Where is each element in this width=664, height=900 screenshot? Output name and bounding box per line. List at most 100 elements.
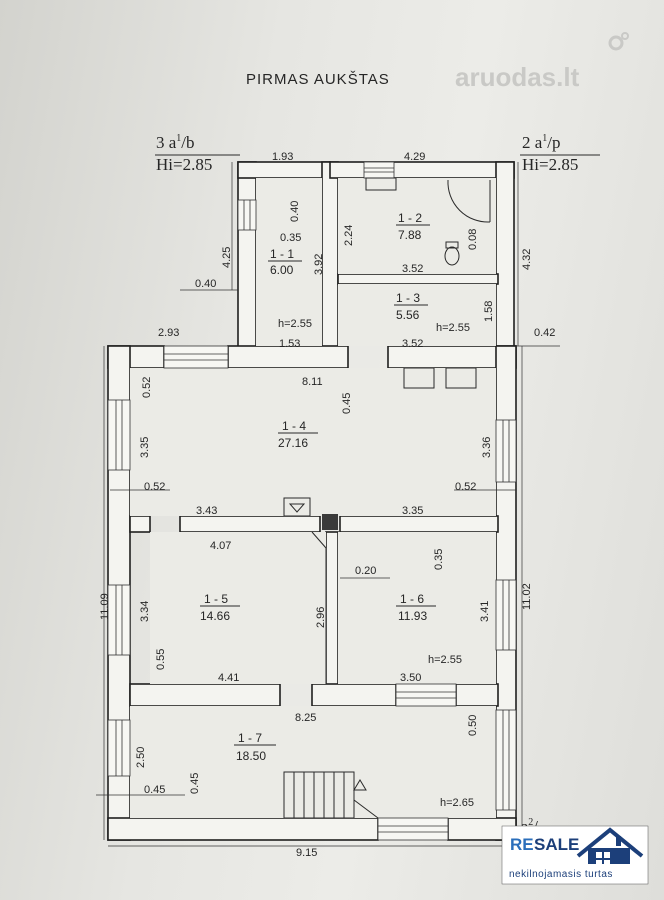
- window-left-1-1: [237, 199, 257, 231]
- wall-right-upper: [495, 161, 515, 349]
- resale-logo: RE SALE nekilnojamasis turtas: [501, 825, 649, 885]
- window-right-1-7: [495, 709, 517, 811]
- dim-3-35-v: 3.35: [139, 437, 151, 458]
- dim-8-11: 8.11: [302, 376, 323, 388]
- logo-brand-sale: SALE: [534, 835, 579, 854]
- dimension-labels: 1.93 4.29 0.35 0.40 3.52 2.93 1.53 3.52 …: [144, 151, 555, 859]
- window-top-1-2: [363, 161, 395, 179]
- stairs-icon: [283, 771, 379, 819]
- dim-0-55: 0.55: [155, 649, 167, 670]
- height-label-1-7: h=2.65: [440, 797, 474, 809]
- room-1-2-area: 7.88: [398, 228, 422, 242]
- room-labels: 1 - 1 6.00 1 - 2 7.88 1 - 3 5.56 1 - 4 2…: [200, 211, 436, 763]
- dim-9-15: 9.15: [296, 847, 317, 859]
- dimension-labels-vertical: 0.40 2.24 4.25 3.92 0.08 4.32 1.58 0.52 …: [99, 201, 533, 794]
- right-stamp-line1: 2 a1/p: [522, 133, 561, 152]
- left-stamp-line1: 3 a1/b: [156, 133, 195, 152]
- dim-0-45-v2: 0.45: [189, 773, 201, 794]
- watermark-bubble-icon-small: [621, 32, 629, 40]
- dim-2-93: 2.93: [158, 327, 179, 339]
- window-right-1-4: [495, 419, 517, 483]
- logo-brand-re: RE: [510, 835, 534, 854]
- dim-11-02: 11.02: [521, 583, 533, 610]
- wall-above-1-7-left: [129, 683, 281, 707]
- room-1-4-id: 1 - 4: [282, 419, 306, 433]
- dim-0-35-b: 0.35: [433, 549, 445, 570]
- dim-3-52-b: 3.52: [402, 338, 423, 350]
- dim-0-40-h: 0.40: [195, 278, 216, 290]
- window-left-1-7: [107, 719, 131, 777]
- dim-3-34: 3.34: [139, 601, 151, 622]
- right-stamp: 2 a1/p Hi=2.85: [520, 133, 600, 174]
- window-left-1-5: [107, 584, 131, 656]
- door-swing-1-2: [447, 179, 491, 223]
- dim-2-24: 2.24: [343, 225, 355, 246]
- dim-top-1-93: 1.93: [272, 151, 293, 163]
- wall-between-1-2-1-3: [337, 273, 499, 285]
- dim-4-25: 4.25: [221, 247, 233, 268]
- fixtures: [283, 177, 491, 819]
- dim-0-35-a: 0.35: [280, 232, 301, 244]
- dim-0-08: 0.08: [467, 229, 479, 250]
- room-1-2-id: 1 - 2: [398, 211, 422, 225]
- watermark-text: aruodas.lt: [455, 62, 580, 92]
- dim-0-45-h: 0.45: [144, 784, 165, 796]
- wall-mid-right: [339, 515, 499, 533]
- dim-4-07: 4.07: [210, 540, 231, 552]
- wall-top-1-1: [237, 161, 331, 179]
- height-label-1-3: h=2.55: [436, 322, 470, 334]
- wall-top-1-2: [329, 161, 515, 179]
- watermark-bubble-icon: [608, 35, 624, 51]
- left-stamp-line2: Hi=2.85: [156, 155, 212, 174]
- dim-0-52-r: 0.52: [455, 481, 476, 493]
- watermark: aruodas.lt: [455, 32, 629, 92]
- windows: [107, 161, 517, 841]
- dim-2-96: 2.96: [315, 607, 327, 628]
- dim-0-40-v: 0.40: [289, 201, 301, 222]
- dim-0-52-l: 0.52: [144, 481, 165, 493]
- window-right-1-6: [495, 579, 517, 651]
- room-1-3-area: 5.56: [396, 308, 420, 322]
- wall-partition-1-5-1-6: [325, 531, 339, 703]
- house-icon: [576, 827, 644, 864]
- dim-1-58: 1.58: [483, 301, 495, 322]
- wall-mid-left-stub: [129, 515, 151, 533]
- dim-3-36: 3.36: [481, 437, 493, 458]
- room-1-4-area: 27.16: [278, 436, 308, 450]
- dim-3-50: 3.50: [400, 672, 421, 684]
- ceiling-heights: h=2.55 h=2.55 h=2.55 h=2.65: [278, 318, 474, 809]
- logo-tagline: nekilnojamasis turtas: [509, 869, 613, 880]
- room-1-7-area: 18.50: [236, 749, 266, 763]
- dim-3-35-h: 3.35: [402, 505, 423, 517]
- dim-4-41: 4.41: [218, 672, 239, 684]
- wall-mid-left: [179, 515, 321, 533]
- room-1-7-id: 1 - 7: [238, 731, 262, 745]
- dim-0-52-v: 0.52: [141, 377, 153, 398]
- kitchen-sink-icon: [403, 367, 435, 389]
- window-bottom-1-6: [395, 683, 457, 707]
- dim-3-43: 3.43: [196, 505, 217, 517]
- radiator-1-2: [365, 177, 397, 191]
- dimension-lines: [96, 162, 560, 847]
- dim-11-09: 11.09: [99, 593, 111, 620]
- room-1-1-id: 1 - 1: [270, 247, 294, 261]
- dim-0-45-v: 0.45: [341, 393, 353, 414]
- window-bottom-1-7: [377, 817, 449, 841]
- right-stamp-line2: Hi=2.85: [522, 155, 578, 174]
- height-label-1-1: h=2.55: [278, 318, 312, 330]
- wall-above-1-7-right: [455, 683, 499, 707]
- room-1-5-area: 14.66: [200, 609, 230, 623]
- wall-bottom-left: [107, 817, 379, 841]
- left-stamp: 3 a1/b Hi=2.85: [155, 133, 240, 174]
- stove-icon: [445, 367, 477, 389]
- wall-left-upper: [237, 161, 257, 349]
- wall-above-1-7-mid: [311, 683, 397, 707]
- room-1-1-area: 6.00: [270, 263, 294, 277]
- room-1-3-id: 1 - 3: [396, 291, 420, 305]
- dim-4-32: 4.32: [521, 249, 533, 270]
- chimney-icon: [322, 514, 338, 530]
- dim-3-41: 3.41: [479, 601, 491, 622]
- dim-2-50: 2.50: [135, 747, 147, 768]
